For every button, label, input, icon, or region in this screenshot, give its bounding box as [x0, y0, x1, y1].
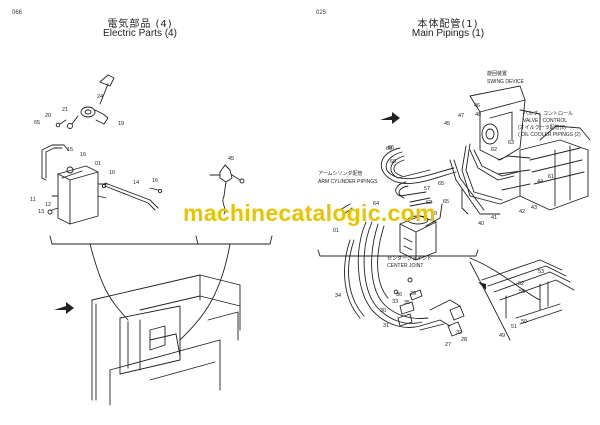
fittings-right [393, 277, 465, 337]
callout: 16 [109, 170, 116, 176]
watermark-text: machinecatalogic.com [183, 200, 436, 226]
center-joint-drawing [399, 203, 443, 261]
left-bracket-2 [195, 235, 199, 245]
note-valve-control-en: VALVE : CONTROL [523, 118, 567, 124]
callout: 01 [95, 161, 102, 167]
callout: 35 [404, 300, 411, 306]
callout: 62 [426, 200, 433, 206]
callout: 62 [491, 147, 498, 153]
left-bracket-1 [49, 235, 273, 245]
callout: 59 [431, 211, 438, 217]
callout: 40 [478, 221, 485, 227]
callout: 61 [548, 174, 555, 180]
arm-cylinder-hoses [380, 147, 457, 207]
callout: 41 [491, 215, 498, 221]
lower-pipes-right [481, 259, 575, 325]
callout: 14 [133, 180, 140, 186]
callout: 64 [373, 201, 380, 207]
arrow-right-page-2 [478, 282, 486, 290]
note-center-joint-jp: センタージョイント [387, 256, 432, 262]
callout: 47 [458, 113, 465, 119]
rotary-switch-drawing [55, 74, 115, 129]
swing-device-drawing [469, 85, 541, 161]
long-hoses [339, 203, 461, 331]
callout: 32 [456, 330, 463, 336]
rod-drawing [104, 182, 163, 211]
callout: 33 [392, 299, 399, 305]
note-swing-device-jp: 旋回装置 [487, 71, 508, 77]
callout: 42 [519, 209, 526, 215]
callout: 49 [499, 333, 506, 339]
note-center-joint-en: CENTER JOINT [387, 263, 424, 269]
callout: 66 [388, 145, 395, 151]
callout: 55 [519, 289, 526, 295]
callout: 29 [410, 291, 417, 297]
callout: 13 [38, 209, 45, 215]
note-oil-cooler-en: ( OIL COOLER PIPINGS (2) [518, 132, 581, 138]
callout: 65 [438, 181, 445, 187]
callout: 57 [424, 186, 431, 192]
callout: 36 [396, 292, 403, 298]
callout: 15 [67, 147, 74, 153]
callout: 28 [461, 337, 468, 343]
callout: 50 [521, 319, 528, 325]
callout: 51 [511, 324, 518, 330]
callout: 11 [30, 197, 36, 203]
callout: 19 [118, 121, 125, 127]
callout: 65 [34, 120, 41, 126]
callout: 43 [531, 205, 538, 211]
callout: 46 [474, 103, 481, 109]
arrow-right-page-1 [380, 112, 400, 124]
right-page-title-en: Main Pipings (1) [411, 28, 485, 39]
arrow-left-page [54, 302, 74, 314]
tank-drawing [41, 144, 109, 225]
left-page-number: 066 [12, 10, 23, 16]
callout: 16 [152, 178, 159, 184]
callout: 27 [445, 342, 452, 348]
callout: 30 [380, 308, 387, 314]
note-swing-device-en: SWING DEVICE [487, 79, 524, 85]
callout: 48 [475, 112, 482, 118]
callout: 60 [390, 159, 397, 165]
callout: 45 [444, 121, 451, 127]
left-page-title-jp: 電気部品 (4) [107, 19, 173, 30]
callout: 53 [538, 269, 545, 275]
note-arm-cylinder-en: ARM CYLINDER PIPINGS [318, 179, 378, 185]
machine-body-left [91, 274, 241, 406]
callout: 44 [537, 179, 544, 185]
pipe-bundle-right [449, 143, 531, 215]
callout: 52 [518, 281, 525, 287]
callout: 21 [62, 107, 69, 113]
callout: 45 [228, 156, 235, 162]
callout: 31 [383, 323, 390, 329]
right-page-title-jp: 本体配管(1) [417, 19, 479, 30]
note-oil-cooler-jp: (オイルクーラ配管(2) [518, 125, 566, 131]
callout: 66 [386, 146, 393, 152]
callout: 34 [335, 293, 342, 299]
callout: 65 [443, 199, 450, 205]
sensor-drawing [209, 164, 245, 215]
left-page-title-en: Electric Parts (4) [103, 28, 177, 39]
right-bracket-1 [317, 249, 479, 257]
callout: 20 [45, 113, 52, 119]
right-page-number: 025 [316, 10, 327, 16]
callout: 12 [45, 202, 52, 208]
note-arm-cylinder-jp: アームシリンダ配管 [318, 171, 363, 177]
callout: 24 [97, 94, 104, 100]
note-valve-control-jp: バルブ：コントロール [523, 111, 574, 117]
callout: 63 [508, 140, 515, 146]
callout: 16 [80, 152, 87, 158]
callout: 01 [333, 228, 340, 234]
